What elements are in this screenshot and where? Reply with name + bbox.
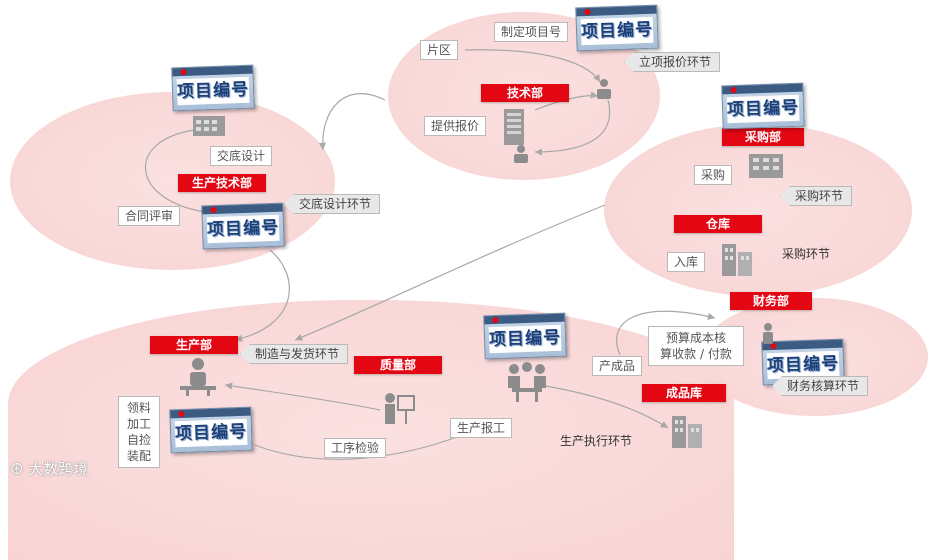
watermark: ☮ 大数跨境 [10,458,88,479]
label-district: 片区 [420,40,459,60]
dept-finished-goods: 成品库 [642,384,726,402]
warehouse-tower-icon [722,244,752,276]
diagram-canvas: 技术部 生产技术部 采购部 仓库 生产部 质量部 财务部 成品库 项目编号 项目… [8,4,928,560]
arrow-district-to-person [464,49,601,83]
engineer-icon [514,145,528,163]
arrow-goods-to-finance [615,310,716,356]
dept-warehouse: 仓库 [674,215,762,233]
dept-production: 生产部 [150,336,238,354]
label-production-report: 生产报工 [450,418,513,438]
callout-quote-stage: 立项报价环节 [624,52,721,72]
project-card-quote: 项目编号 [575,4,659,52]
label-process-inspection: 工序检验 [324,438,387,458]
label-finished-product: 产成品 [592,356,643,376]
label-budget-line1: 预算成本核 [665,331,726,345]
arrow-production-to-report [254,431,471,460]
arrow-design-loop [144,129,206,213]
zone-purchase [604,124,912,296]
dept-purchasing: 采购部 [722,128,804,146]
meeting-icon [508,362,546,402]
building-icon-purchase [749,154,783,178]
label-purchase: 采购 [694,165,733,185]
label-picking: 领料 加工 自捡 装配 [118,396,160,468]
dept-prod-tech: 生产技术部 [178,174,266,192]
label-picking-1: 领料 [126,401,151,415]
arrow-quality-to-production [224,382,381,411]
label-inbound: 入库 [667,252,706,272]
callout-finance-stage: 财务核算环节 [772,376,869,396]
dept-finance: 财务部 [730,292,812,310]
dept-quality: 质量部 [354,356,442,374]
label-budget: 预算成本核 算收款 / 付款 [648,326,744,366]
watermark-text: 大数跨境 [28,460,89,478]
project-card-design-top: 项目编号 [171,64,255,112]
arrow-server-to-person [534,91,599,111]
building-icon-design [193,116,225,136]
arrow-quote-to-design [318,93,386,151]
person-icon [597,79,611,99]
arrow-person-to-engineer [534,99,611,156]
text-purchase-stage: 采购环节 [782,247,831,261]
label-picking-3: 自捡 [126,433,151,447]
connector-layer [144,49,716,460]
dept-tech: 技术部 [481,84,569,102]
label-picking-2: 加工 [126,417,151,431]
arrow-report-to-store [539,384,669,429]
project-card-purchase: 项目编号 [721,82,805,130]
finished-store-icon [672,416,702,448]
label-budget-line2: 算收款 / 付款 [660,347,732,361]
project-card-production: 项目编号 [169,406,253,454]
inspector-icon [385,393,415,424]
arrow-design-to-production [234,249,290,342]
label-handover-design: 交底设计 [210,146,273,166]
presenter-icon [180,358,216,396]
label-make-project-no: 制定项目号 [494,22,569,42]
label-provide-quote: 提供报价 [424,116,487,136]
label-contract-review: 合同评审 [118,206,181,226]
label-picking-4: 装配 [126,449,151,463]
callout-design-stage: 交底设计环节 [284,194,381,214]
server-icon [504,109,524,145]
watermark-logo-icon: ☮ [10,460,24,478]
project-card-design-bottom: 项目编号 [201,202,285,250]
text-production-exec-stage: 生产执行环节 [560,434,633,448]
finance-person-icon [763,323,773,344]
callout-manufacture-stage: 制造与发货环节 [240,344,349,364]
callout-purchase-stage: 采购环节 [780,186,853,206]
project-card-report: 项目编号 [483,312,567,360]
arrow-purchase-to-production [294,204,606,341]
